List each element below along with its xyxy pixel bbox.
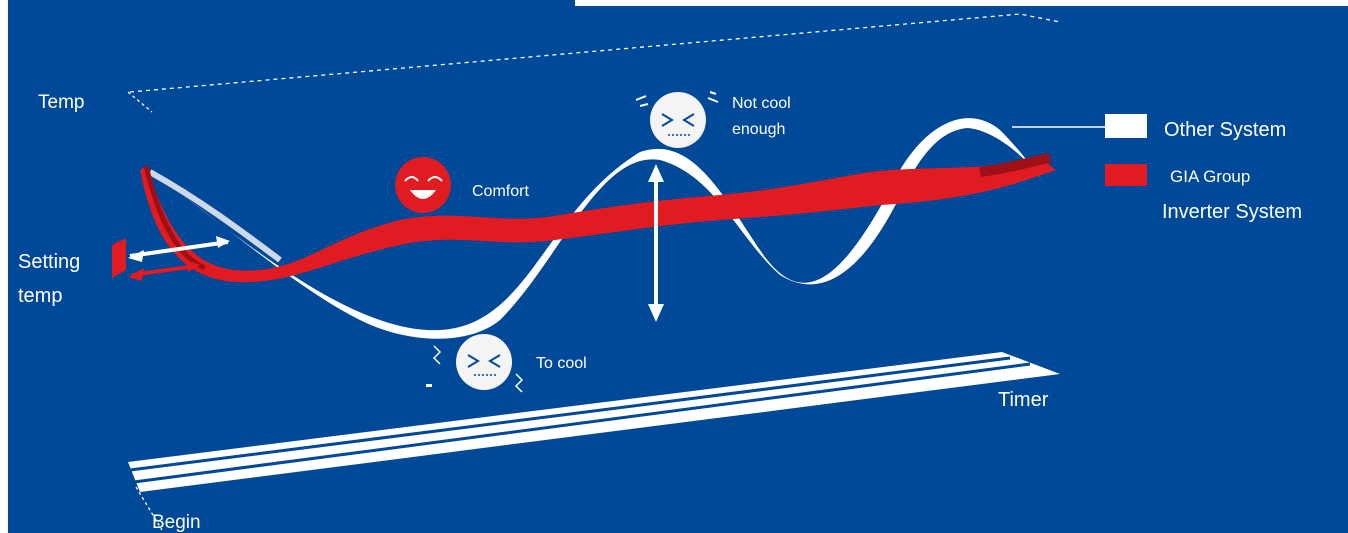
begin-label: Begin — [152, 512, 201, 533]
gia-system-ribbon — [140, 153, 1056, 283]
legend-other-system-swatch — [1105, 114, 1147, 138]
diagram-background — [8, 0, 1348, 533]
happy-face-icon — [395, 157, 451, 213]
setting-arrow-icon — [112, 236, 230, 281]
legend-gia-label-line1: GIA Group — [1170, 167, 1250, 186]
setting-temp-label-line2: temp — [18, 285, 62, 307]
legend-gia-swatch — [1105, 164, 1147, 186]
timer-label: Timer — [998, 389, 1049, 411]
legend-other-system-label: Other System — [1164, 119, 1286, 141]
setting-temp-label-line1: Setting — [18, 251, 80, 273]
cold-face-icon — [426, 334, 524, 393]
not-cool-label-line2: enough — [732, 121, 785, 138]
annoyed-face-icon — [635, 91, 719, 148]
top-frame-dashed-line — [129, 13, 1061, 93]
not-cool-label-line1: Not cool — [732, 95, 791, 112]
timer-axis — [128, 352, 1060, 531]
legend-gia-label-line2: Inverter System — [1162, 201, 1302, 223]
vertical-double-arrow-icon — [648, 164, 664, 322]
temp-axis-tick — [127, 91, 153, 113]
temp-axis-label: Temp — [38, 92, 84, 113]
comfort-label: Comfort — [472, 183, 529, 200]
other-system-wave — [148, 118, 1052, 339]
to-cool-label: To cool — [536, 355, 587, 372]
